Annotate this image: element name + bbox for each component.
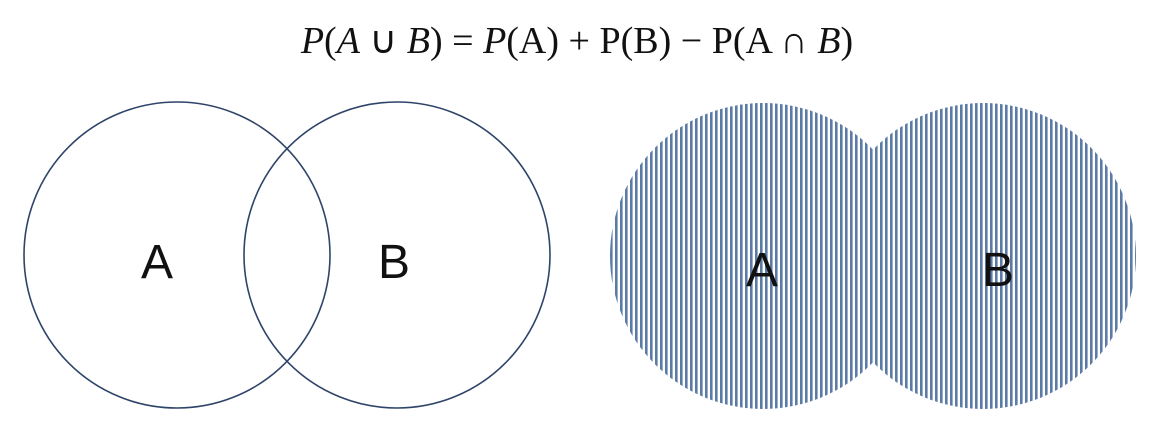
formula-equals: = [442,20,484,62]
formula-intersection-b: B [817,20,841,62]
formula-intersection-start: P(A ∩ [711,20,818,62]
union-circle-b [830,103,1136,409]
formula-intersection-close: ) [840,20,854,62]
union-circle-a [610,103,916,409]
formula-p-symbol: P [300,20,325,62]
formula-union-symbol: ∪ [359,20,407,62]
formula-open-paren: ( [324,20,337,62]
label-b: B [378,236,410,289]
formula-set-a: A [336,20,360,62]
circle-b-outline [243,101,551,409]
formula-minus: − [671,20,712,62]
venn-right-union: A B [610,103,1136,409]
formula-p-a-symbol: P [483,20,507,62]
label-b: B [982,244,1014,297]
union-probability-formula: P(A ∪ B) = P(A) + P(B) − P(A ∩ B) [0,18,1154,63]
circle-a-outline [23,101,331,409]
formula-set-b: B [406,20,430,62]
label-a: A [141,236,173,289]
formula-p-b: P(B) [599,20,672,62]
formula-p-a-arg: (A) [506,20,560,62]
label-a: A [746,244,778,297]
venn-left-outline: A B [23,101,551,409]
formula-close-paren: ) [429,20,443,62]
formula-plus: + [559,20,600,62]
